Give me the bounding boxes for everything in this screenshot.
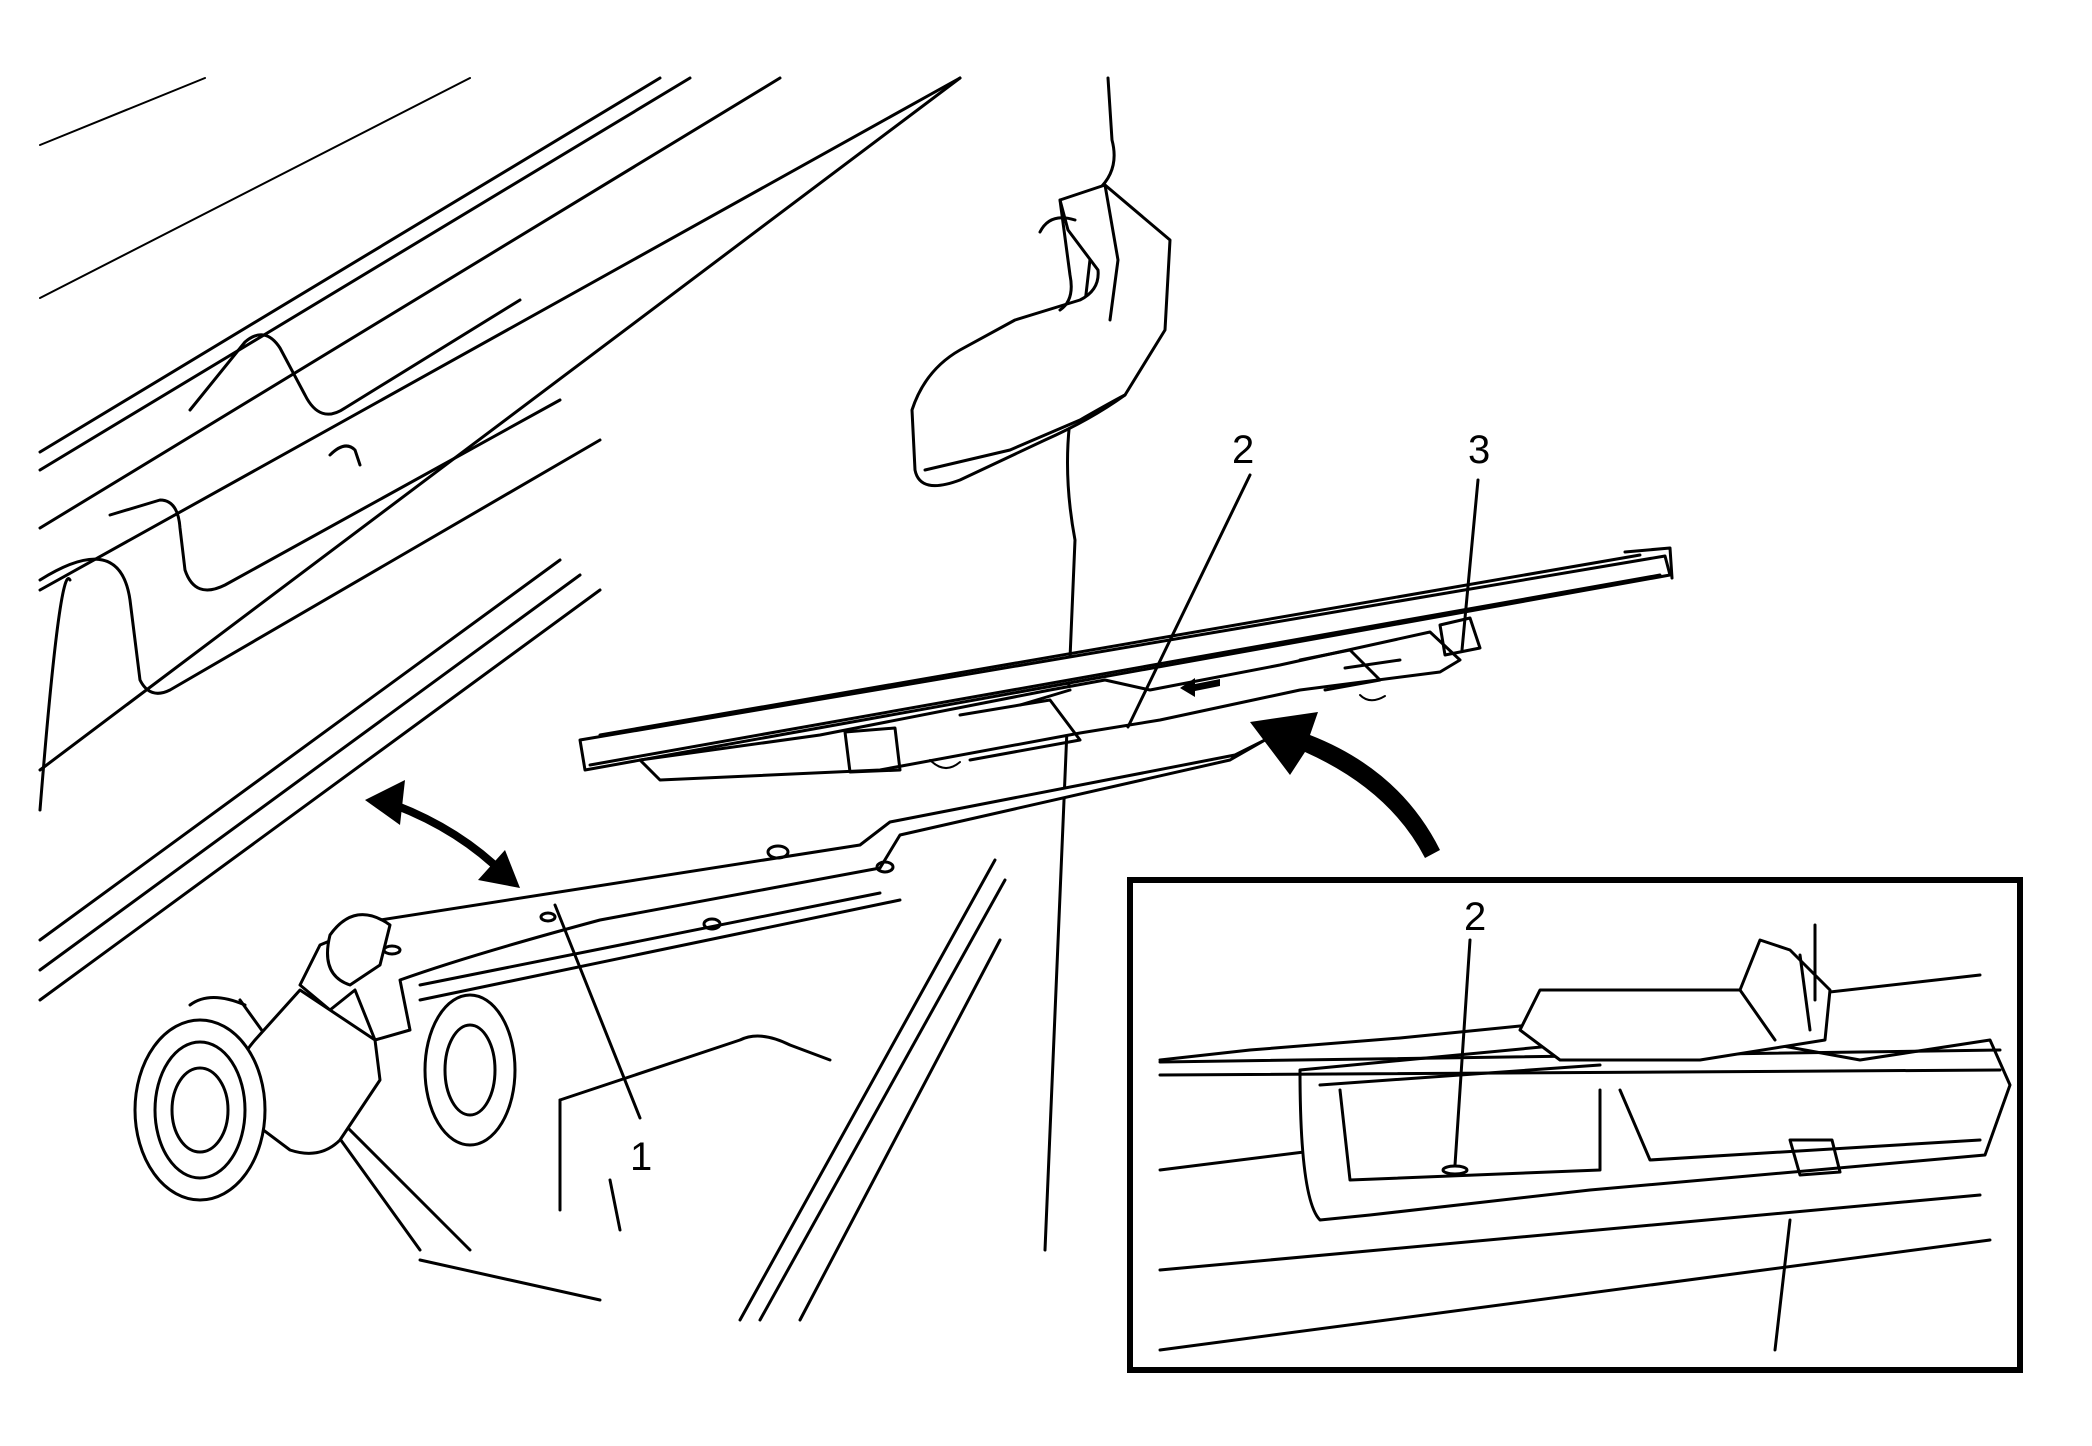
- callout-2-detail: 2: [1464, 895, 1486, 939]
- callout-2: 2: [1232, 428, 1254, 472]
- slide-arrow-icon: [1180, 678, 1220, 697]
- wiper-arm: [133, 738, 1267, 1202]
- liftgate-body: [38, 76, 1116, 1322]
- leader-lines: [553, 473, 1480, 1167]
- pivot-arrow-icon: [365, 780, 520, 888]
- curved-arrow-icon: [1250, 712, 1440, 858]
- wiper-blade: [578, 546, 1674, 782]
- grab-handle: [910, 183, 1172, 488]
- callout-1: 1: [630, 1135, 652, 1179]
- detail-inset: [1127, 877, 2023, 1373]
- callout-3: 3: [1468, 428, 1490, 472]
